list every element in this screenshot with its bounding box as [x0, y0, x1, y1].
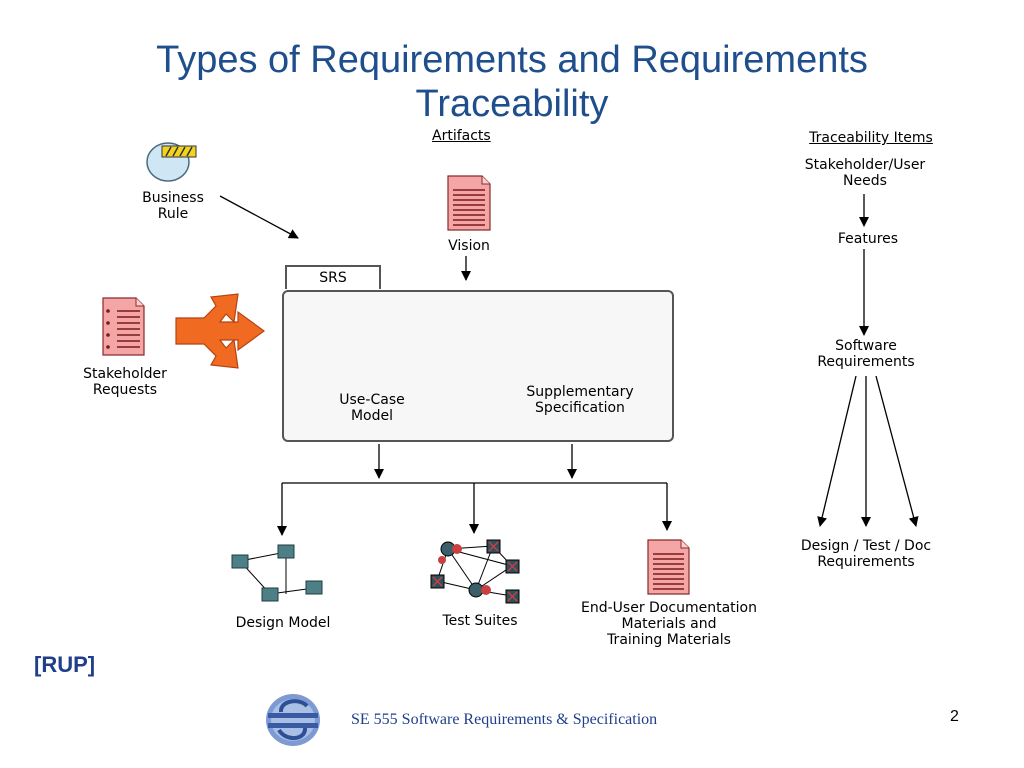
- srs-tab: SRS: [285, 265, 381, 289]
- design-model-label: Design Model: [235, 615, 331, 631]
- stakeholder-requests-icon: [102, 297, 145, 356]
- business-rule-label-line2: Rule: [157, 206, 189, 222]
- software-requirements-label-line1: Software: [835, 338, 897, 354]
- software-requirements-label-line2: Requirements: [817, 354, 915, 370]
- use-case-model-label-line2: Model: [350, 408, 394, 424]
- slide-title-line1: Types of Requirements and Requirements: [156, 39, 868, 81]
- design-test-doc-label: Design / Test / Doc Requirements: [780, 538, 952, 570]
- enduser-doc-label-line3: Training Materials: [607, 632, 731, 648]
- stakeholder-needs-label: Stakeholder/User Needs: [786, 157, 944, 189]
- stakeholder-needs-label-line1: Stakeholder/User: [804, 157, 926, 173]
- test-suites-label: Test Suites: [442, 613, 518, 629]
- vision-document-icon: [447, 175, 491, 231]
- features-label: Features: [837, 231, 899, 247]
- supplementary-spec-label: Supplementary Specification: [510, 384, 650, 416]
- footer-course-title: SE 555 Software Requirements & Specifica…: [351, 711, 658, 728]
- use-case-model-label: Use-Case Model: [322, 392, 422, 424]
- supplementary-spec-label-line2: Specification: [535, 400, 625, 416]
- business-rule-arrow: [219, 195, 299, 239]
- business-rule-icon: [146, 142, 197, 182]
- srs-container: [282, 290, 674, 442]
- design-model-icon: [231, 544, 323, 602]
- enduser-doc-label-line2: Materials and: [621, 616, 717, 632]
- artifacts-heading: Artifacts: [432, 128, 491, 144]
- orange-flow-arrow: [175, 293, 266, 369]
- use-case-model-label-line1: Use-Case: [339, 392, 405, 408]
- design-test-doc-label-line1: Design / Test / Doc: [800, 538, 932, 554]
- supplementary-spec-label-line1: Supplementary: [526, 384, 634, 400]
- slide-title: Types of Requirements and Requirements T…: [0, 38, 1024, 126]
- page-number: 2: [950, 708, 959, 725]
- test-suites-icon: [430, 539, 520, 604]
- vision-label: Vision: [448, 238, 490, 254]
- design-test-doc-label-line2: Requirements: [817, 554, 915, 570]
- business-rule-label-line1: Business: [142, 190, 204, 206]
- software-to-design-arrow: [817, 375, 857, 527]
- enduser-doc-label-line1: End-User Documentation: [581, 600, 757, 616]
- traceability-heading: Traceability Items: [809, 130, 933, 146]
- software-to-doc-arrow: [875, 375, 919, 527]
- stakeholder-requests-label: Stakeholder Requests: [70, 366, 180, 398]
- slide-title-line2: Traceability: [415, 83, 609, 125]
- stakeholder-requests-label-line2: Requests: [92, 382, 158, 398]
- software-requirements-label: Software Requirements: [800, 338, 932, 370]
- stakeholder-requests-label-line1: Stakeholder: [83, 366, 167, 382]
- rup-reference: [RUP]: [34, 652, 96, 677]
- enduser-doc-label: End-User Documentation Materials and Tra…: [556, 600, 782, 648]
- course-logo: [266, 694, 320, 746]
- business-rule-label: Business Rule: [128, 190, 218, 222]
- stakeholder-needs-label-line2: Needs: [843, 173, 887, 189]
- distribution-bus: [277, 482, 672, 536]
- enduser-doc-icon: [647, 539, 690, 595]
